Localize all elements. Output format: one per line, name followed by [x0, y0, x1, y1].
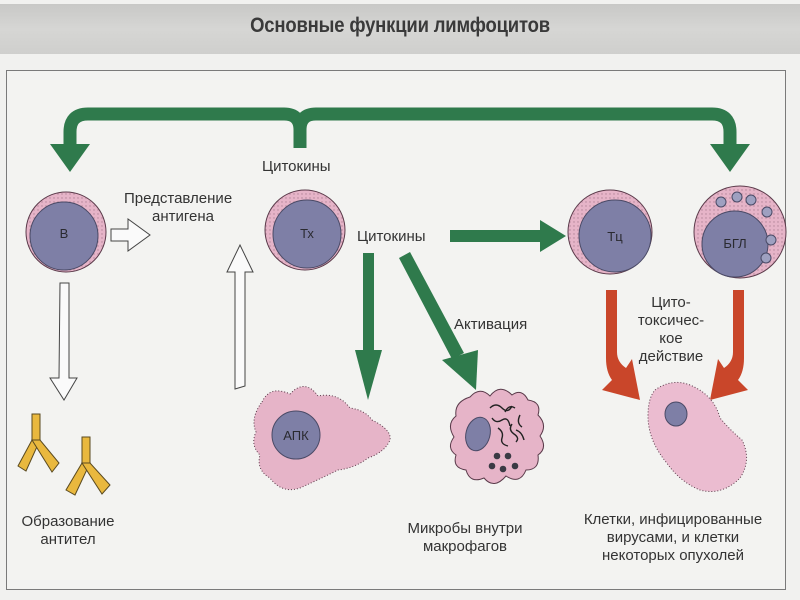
diagram-title: Основные функции лимфоцитов	[250, 14, 550, 37]
granules	[715, 191, 777, 264]
lgl-cell	[693, 185, 787, 279]
title-bar	[0, 4, 800, 54]
antibody-2	[65, 436, 111, 496]
tc-cell	[567, 189, 653, 275]
cytokines-top-label: Цитокины	[262, 158, 331, 175]
macrophage-cell	[450, 388, 544, 484]
top-cytokine-arrow	[63, 107, 737, 148]
granules	[488, 452, 519, 473]
arrow-to-tc	[450, 220, 566, 252]
diagram-frame	[6, 70, 786, 590]
arrow-to-macrophage	[399, 252, 478, 390]
hollow-arrow-right	[110, 218, 151, 252]
infected-target-cell	[647, 381, 747, 492]
arrowhead-to-lgl	[710, 144, 750, 172]
antigen-presentation-label: Представление антигена	[124, 190, 233, 225]
microbes	[489, 404, 525, 447]
red-arrow-right	[710, 290, 748, 400]
b-cell	[25, 191, 107, 273]
b-cell-label: В	[59, 226, 69, 241]
hollow-arrow-down	[49, 282, 78, 401]
tc-cell-label: Тц	[607, 229, 623, 244]
apc-cell-label: АПК	[283, 428, 309, 443]
th-cell-label: Тх	[300, 226, 314, 241]
cytotoxic-action-label: Цито- токсичес- кое действие	[637, 294, 705, 365]
antibody-formation-label: Образование антител	[21, 513, 115, 548]
arrowhead-to-b	[50, 144, 90, 172]
infected-cells-label: Клетки, инфицированные вирусами, и клетк…	[583, 511, 763, 564]
apc-cell	[253, 386, 391, 491]
microbes-label: Микробы внутри макрофагов	[407, 520, 523, 555]
activation-label: Активация	[454, 316, 528, 333]
antibody-1	[17, 413, 60, 473]
th-cell	[264, 189, 346, 271]
arrow-to-apc	[355, 253, 382, 400]
lgl-cell-label: БГЛ	[723, 236, 747, 251]
cytokines-mid-label: Цитокины	[357, 228, 426, 245]
red-arrow-left	[602, 290, 640, 400]
hollow-arrow-up	[226, 243, 254, 390]
